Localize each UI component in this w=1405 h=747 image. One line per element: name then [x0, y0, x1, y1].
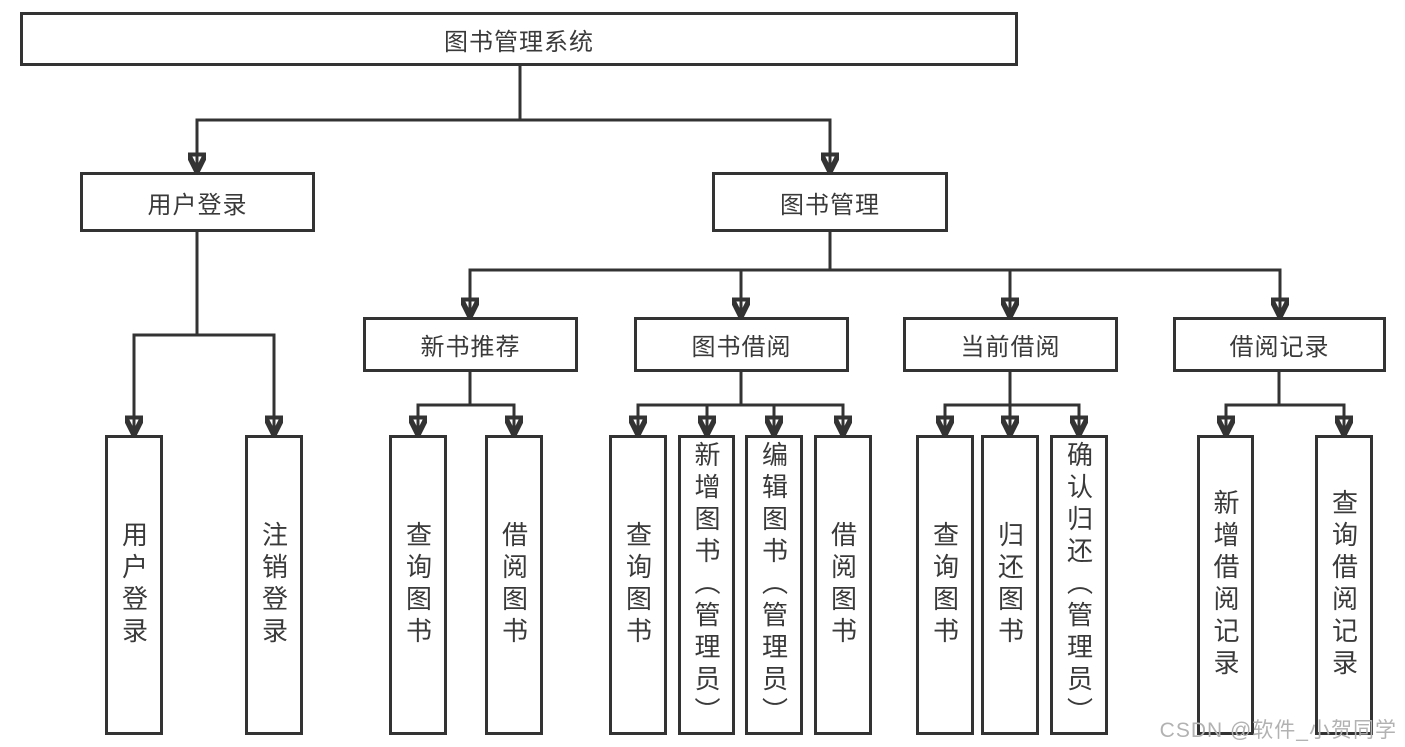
leaf-current-return-books: 归还图书 — [981, 435, 1039, 735]
leaf-records-query-record: 查询借阅记录 — [1315, 435, 1373, 735]
leaf-lending-query-books: 查询图书 — [609, 435, 667, 735]
leaf-current-confirm-return-admin: 确认归还（管理员） — [1050, 435, 1108, 735]
leaf-recommend-query-books: 查询图书 — [389, 435, 447, 735]
leaf-lending-borrow-books: 借阅图书 — [814, 435, 872, 735]
node-current-lending: 当前借阅 — [903, 317, 1118, 372]
leaf-user-login: 用户登录 — [105, 435, 163, 735]
leaf-current-query-books: 查询图书 — [916, 435, 974, 735]
leaf-recommend-borrow-books: 借阅图书 — [485, 435, 543, 735]
leaf-lending-add-books-admin: 新增图书（管理员） — [678, 435, 735, 735]
node-new-book-recommend: 新书推荐 — [363, 317, 578, 372]
node-root: 图书管理系统 — [20, 12, 1018, 66]
leaf-records-add-record: 新增借阅记录 — [1197, 435, 1254, 735]
node-lending-records: 借阅记录 — [1173, 317, 1386, 372]
leaf-logout: 注销登录 — [245, 435, 303, 735]
node-book-lending: 图书借阅 — [634, 317, 849, 372]
leaf-lending-edit-books-admin: 编辑图书（管理员） — [745, 435, 803, 735]
node-book-management: 图书管理 — [712, 172, 948, 232]
node-user-login: 用户登录 — [80, 172, 315, 232]
